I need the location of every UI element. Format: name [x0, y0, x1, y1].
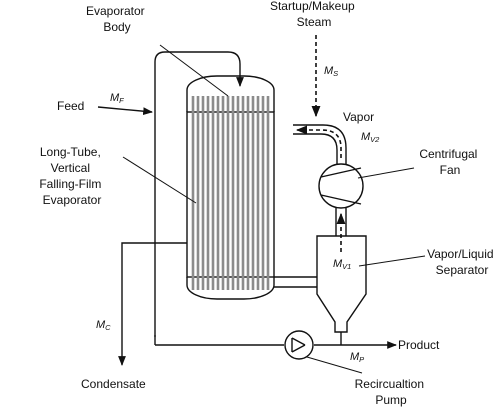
- pump-leader: [306, 356, 363, 374]
- fan-leader: [357, 167, 415, 179]
- centrifugal-fan: [318, 163, 364, 209]
- vapor-return-pipe-inner: [293, 133, 338, 165]
- condensate-line: [118, 242, 187, 366]
- mv2-symbol: MV2: [361, 131, 380, 144]
- mc-symbol: MC: [96, 319, 111, 332]
- pump-label: Recircualtion Pump: [355, 377, 428, 407]
- vapor-liquid-separator: [316, 235, 367, 333]
- mp-symbol: MP: [350, 351, 364, 364]
- mf-symbol: MF: [110, 92, 124, 105]
- ms-symbol: MS: [324, 65, 338, 78]
- recirculation-line: [154, 51, 244, 337]
- feed-label: Feed: [57, 99, 84, 113]
- vapor-label: Vapor: [343, 110, 374, 124]
- recirculation-pump: [284, 330, 314, 360]
- separator-leader: [358, 255, 426, 267]
- evaporator-vessel: [186, 75, 275, 300]
- evaporator-body-leader: [159, 44, 229, 97]
- evaporator-tube-bundle: [191, 96, 270, 290]
- mv1-symbol: MV1: [333, 258, 351, 271]
- evaporator-body-label: Evaporator Body: [86, 4, 148, 34]
- long-tube-label: Long-Tube, Vertical Falling-Film Evapora…: [39, 145, 104, 207]
- condensate-label: Condensate: [81, 377, 146, 391]
- centrifugal-fan-label: Centrifugal Fan: [419, 147, 480, 177]
- product-label: Product: [398, 338, 440, 352]
- long-tube-leader: [122, 156, 197, 204]
- startup-steam-label: Startup/Makeup Steam: [270, 0, 358, 29]
- separator-label: Vapor/Liquid Separator: [427, 247, 497, 277]
- vapor-return-pipe: [293, 124, 347, 165]
- feed-arrow: [97, 106, 153, 116]
- vapor-flow-arrow: [295, 125, 342, 158]
